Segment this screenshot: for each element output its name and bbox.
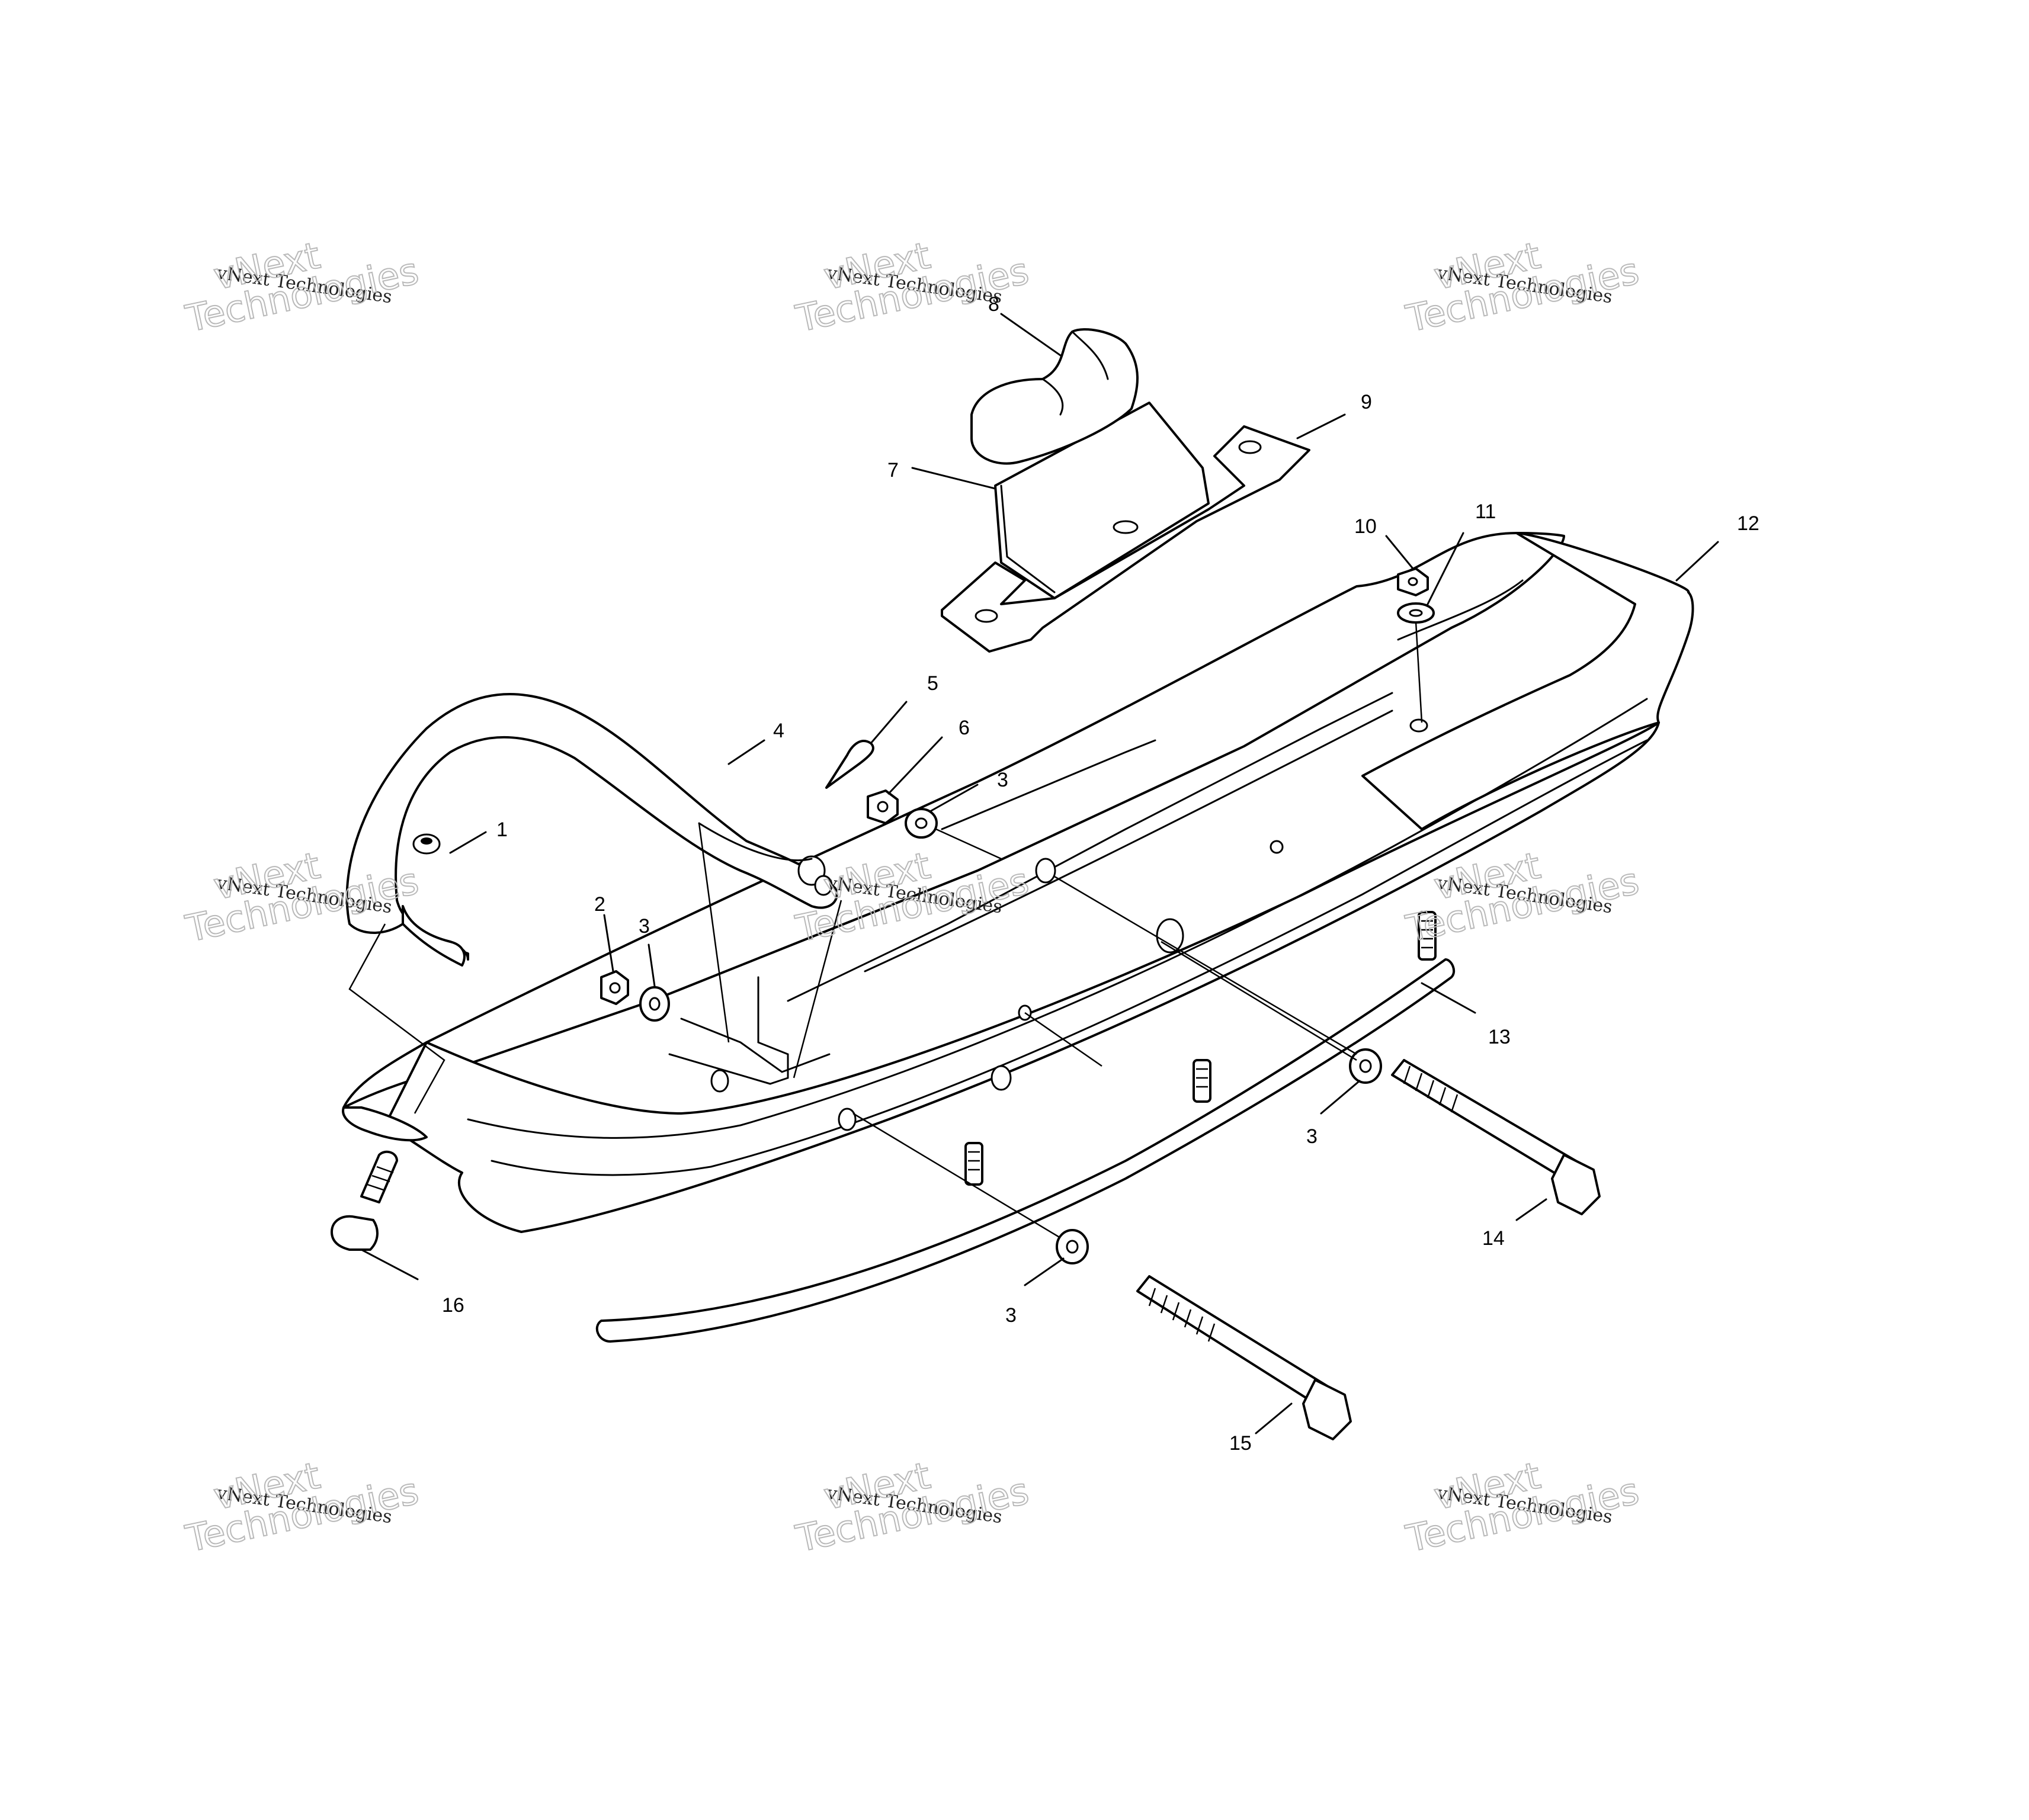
callout-12: 12 (1737, 512, 1759, 535)
callout-10: 10 (1354, 515, 1377, 538)
bolt-long-15 (1136, 1275, 1352, 1440)
callout-11: 11 (1475, 500, 1496, 523)
bolt-long-14 (1391, 1059, 1601, 1215)
callout-9: 9 (1361, 391, 1372, 413)
bolt-short-16 (331, 1150, 398, 1251)
watermark-big-r1c1: vNext Technologies (181, 233, 423, 341)
wear-block (970, 328, 1139, 465)
carbide-runner (595, 911, 1456, 1343)
callout-6: 6 (959, 717, 970, 739)
callout-13: 13 (1488, 1026, 1511, 1048)
watermark-big-r3c1: vNext Technologies (181, 1453, 423, 1561)
saddle-bracket (941, 402, 1310, 653)
callout-8: 8 (988, 293, 999, 316)
callout-5: 5 (927, 672, 938, 695)
callout-3-c: 3 (1306, 1125, 1318, 1148)
callout-15: 15 (1229, 1432, 1252, 1455)
watermark-big-r1c2: vNext Technologies (791, 233, 1033, 341)
ski-body (342, 532, 1694, 1233)
watermark-big-r1c3: vNext Technologies (1402, 233, 1643, 341)
callout-3-a: 3 (639, 915, 650, 938)
callout-2: 2 (594, 893, 605, 916)
callout-labels: 1 2 3 4 5 6 3 7 8 9 10 11 12 13 3 14 3 1… (442, 293, 1759, 1455)
callout-16: 16 (442, 1294, 464, 1317)
callout-1: 1 (496, 818, 508, 841)
callout-3-d: 3 (1005, 1304, 1017, 1327)
ski-loop-handle (345, 693, 838, 967)
leader-lines (348, 313, 1719, 1434)
callout-3-b: 3 (997, 769, 1008, 791)
watermark-big-r3c2: vNext Technologies (791, 1453, 1033, 1561)
watermarks: vNext Technologies vNext Technologies vN… (181, 233, 1643, 1561)
watermark-big-r3c3: vNext Technologies (1402, 1453, 1643, 1561)
callout-7: 7 (887, 459, 899, 482)
callout-4: 4 (773, 720, 784, 742)
callout-14: 14 (1482, 1227, 1505, 1250)
